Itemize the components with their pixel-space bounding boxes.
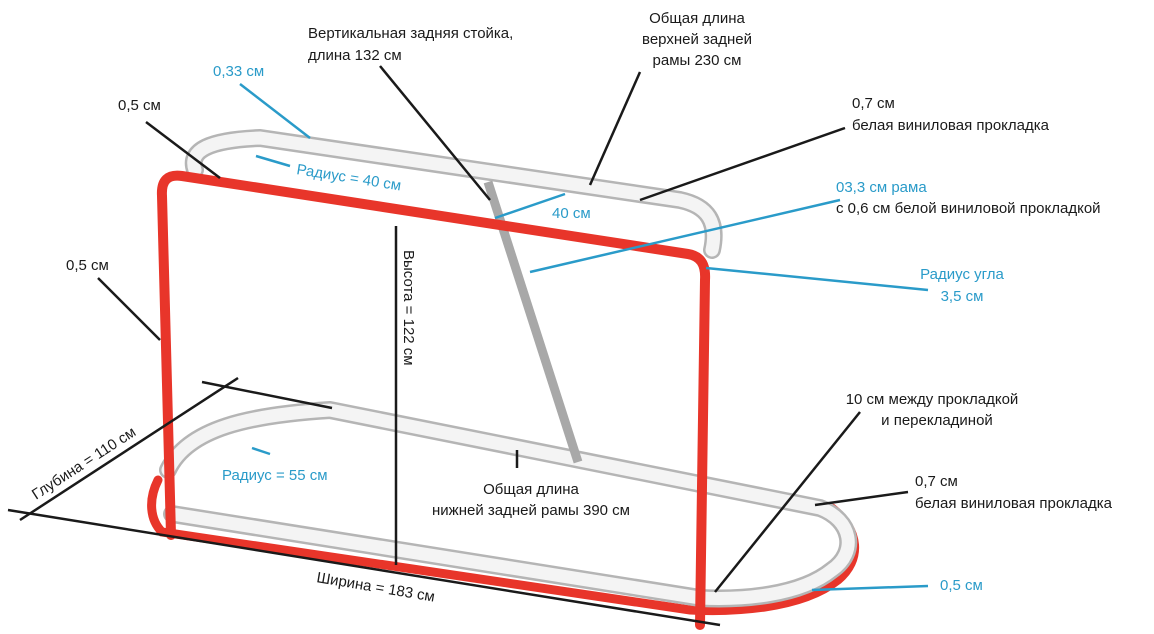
leader-radius-40	[255, 154, 291, 168]
label-vertical-post-2: длина 132 см	[308, 47, 402, 64]
depth-tick	[201, 380, 333, 410]
label-val-40: 40 см	[552, 205, 591, 222]
label-radius-55: Радиус = 55 см	[222, 467, 328, 484]
label-height: Высота = 122 см	[400, 250, 417, 366]
leader-corner-radius	[705, 266, 929, 292]
leader-tube-033	[239, 83, 311, 139]
label-vertical-post-1: Вертикальная задняя стойка,	[308, 25, 513, 42]
leader-tube-05-bottom	[811, 584, 929, 592]
label-frame-033-1: 03,3 см рама	[836, 179, 927, 196]
label-tube-033: 0,33 см	[213, 63, 264, 80]
label-top-back-frame-3: рамы 230 см	[653, 52, 742, 69]
width-line	[7, 508, 721, 627]
leader-tube-05-left	[97, 277, 161, 341]
label-depth: Глубина = 110 см	[29, 424, 139, 504]
label-top-back-frame-1: Общая длина	[649, 10, 745, 27]
leader-val-40	[494, 192, 566, 220]
label-bottom-back-frame-2: нижней задней рамы 390 см	[432, 502, 630, 519]
label-tube-05-top: 0,5 см	[118, 97, 161, 114]
label-tube-05-bottom: 0,5 см	[940, 577, 983, 594]
leader-radius-55	[251, 446, 271, 456]
leader-tube-05-top	[145, 121, 221, 179]
leader-frame-033	[529, 198, 841, 274]
label-pad-07-bottom-2: белая виниловая прокладка	[915, 495, 1113, 512]
top-back-pad-fill	[187, 131, 721, 257]
leader-top-back-frame	[588, 71, 642, 186]
depth-line	[19, 376, 239, 522]
label-top-back-frame-2: верхней задней	[642, 31, 752, 48]
label-radius-40: Радиус = 40 см	[295, 161, 402, 194]
label-tube-05-left: 0,5 см	[66, 257, 109, 274]
label-width: Ширина = 183 см	[315, 569, 436, 606]
leader-pad-07-top	[639, 126, 846, 202]
label-gap-10-1: 10 см между прокладкой	[846, 391, 1019, 408]
leader-pad-07-bottom	[814, 490, 909, 507]
label-pad-07-bottom-1: 0,7 см	[915, 473, 958, 490]
leader-vertical-post	[379, 65, 491, 201]
label-gap-10-2: и перекладиной	[881, 412, 993, 429]
bottom-pad-fill	[161, 403, 855, 605]
label-pad-07-top-1: 0,7 см	[852, 95, 895, 112]
label-pad-07-top-2: белая виниловая прокладка	[852, 117, 1050, 134]
label-corner-radius-2: 3,5 см	[941, 288, 984, 305]
label-frame-033-2: с 0,6 см белой виниловой прокладкой	[836, 200, 1101, 217]
label-corner-radius-1: Радиус угла	[920, 266, 1004, 283]
front-frame	[156, 170, 711, 630]
label-bottom-back-frame-1: Общая длина	[483, 481, 579, 498]
leader-gap-10	[714, 411, 861, 593]
